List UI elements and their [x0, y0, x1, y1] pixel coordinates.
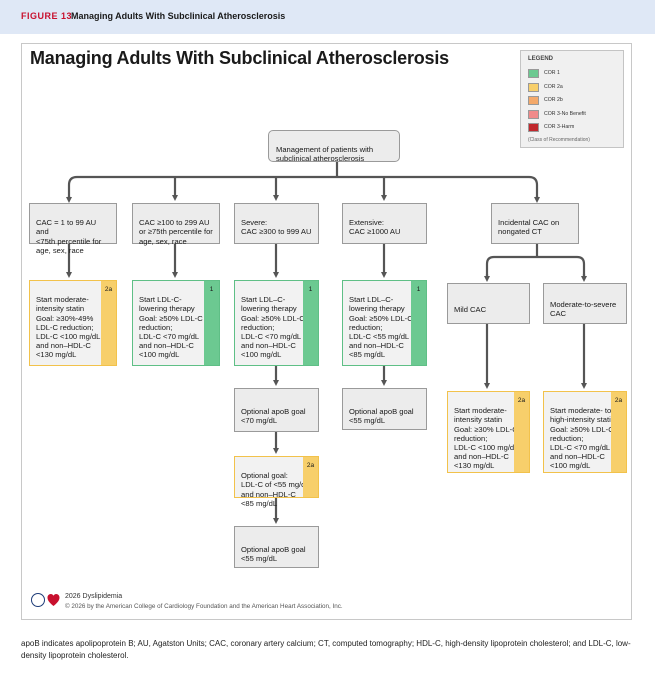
extensive-apob-55: Optional apoB goal <55 mg/dL: [342, 388, 427, 430]
severe-apob-55: Optional apoB goal <55 mg/dL: [234, 526, 319, 568]
category-text: CAC ≥100 to 299 AU or ≥75th percentile f…: [139, 218, 213, 246]
legend-note: (Class of Recommendation): [528, 137, 590, 143]
category-text: Severe: CAC ≥300 to 999 AU: [241, 218, 312, 237]
legend-label: COR 2a: [544, 83, 563, 90]
category-incidental: Incidental CAC on nongated CT: [491, 203, 579, 244]
therapy-text: Start moderate- to high-intensity statin…: [550, 406, 616, 471]
aha-heart-icon: [47, 594, 60, 606]
therapy-ldl-lowering-severe: Start LDL–C- lowering therapy Goal: ≥50%…: [234, 280, 319, 366]
legend-swatch: [528, 82, 539, 92]
legend-item: COR 3-No Benefit: [528, 109, 623, 120]
cor-badge: 1: [204, 281, 219, 365]
therapy-ldl-lowering-extensive: Start LDL–C- lowering therapy Goal: ≥50%…: [342, 280, 427, 366]
legend-title: LEGEND: [528, 56, 554, 62]
cor-badge: 1: [411, 281, 426, 365]
incidental-moderate-therapy: Start moderate- to high-intensity statin…: [543, 391, 627, 473]
figure-footnote: apoB indicates apolipoprotein B; AU, Aga…: [21, 639, 631, 660]
therapy-text: Start LDL–C- lowering therapy Goal: ≥50%…: [349, 295, 413, 360]
severe-optional-goal-text: Optional goal: LDL-C of <55 mg/dL and no…: [241, 471, 310, 508]
category-severe: Severe: CAC ≥300 to 999 AU: [234, 203, 319, 244]
legend-item: COR 3-Harm: [528, 123, 623, 133]
category-text: Incidental CAC on nongated CT: [498, 218, 560, 237]
therapy-text: Start moderate- intensity statin Goal: ≥…: [454, 406, 519, 471]
legend-swatch: [528, 123, 539, 132]
legend-item: COR 2b: [528, 96, 623, 106]
acc-logo-icon: [31, 593, 45, 607]
incidental-mild-therapy: Start moderate- intensity statin Goal: ≥…: [447, 391, 530, 473]
cor-badge: 2a: [514, 392, 529, 472]
legend-item: COR 1: [528, 69, 623, 79]
legend-swatch: [528, 69, 539, 78]
therapy-ldl-lowering-100: Start LDL-C- lowering therapy Goal: ≥50%…: [132, 280, 220, 366]
credit-copyright: © 2026 by the American College of Cardio…: [65, 603, 343, 610]
legend-swatch: [528, 109, 539, 119]
incidental-mild-text: Mild CAC: [454, 305, 487, 315]
legend-label: COR 3-No Benefit: [544, 110, 586, 117]
severe-apob-70-text: Optional apoB goal <70 mg/dL: [241, 407, 306, 426]
root-text: Management of patients with subclinical …: [276, 145, 374, 164]
root-node: Management of patients with subclinical …: [268, 130, 400, 164]
extensive-apob-55-text: Optional apoB goal <55 mg/dL: [349, 407, 414, 426]
incidental-moderate-text: Moderate-to-severe CAC: [550, 300, 617, 319]
cor-badge: 2a: [303, 457, 318, 497]
cor-badge: 2a: [101, 281, 116, 365]
category-text: Extensive: CAC ≥1000 AU: [349, 218, 401, 237]
category-text: CAC = 1 to 99 AU and <75th percentile fo…: [36, 218, 102, 255]
diagram-title: Managing Adults With Subclinical Atheros…: [30, 48, 449, 68]
legend-label: COR 3-Harm: [544, 124, 575, 130]
legend-item: COR 2a: [528, 82, 623, 93]
cor-badge: 1: [303, 281, 318, 365]
legend-swatch: [528, 96, 539, 105]
incidental-moderate: Moderate-to-severe CAC: [543, 283, 627, 324]
legend-label: COR 1: [544, 70, 560, 76]
severe-apob-70: Optional apoB goal <70 mg/dL: [234, 388, 319, 432]
therapy-text: Start LDL-C- lowering therapy Goal: ≥50%…: [139, 295, 203, 360]
therapy-moderate-statin: Start moderate- intensity statin Goal: ≥…: [29, 280, 117, 366]
figure-label: FIGURE 13: [21, 11, 73, 21]
legend-label: COR 2b: [544, 97, 563, 103]
category-cac-1-99: CAC = 1 to 99 AU and <75th percentile fo…: [29, 203, 117, 255]
incidental-mild: Mild CAC: [447, 283, 530, 324]
credit-title: 2026 Dyslipidemia: [65, 593, 123, 600]
therapy-text: Start moderate- intensity statin Goal: ≥…: [36, 295, 101, 360]
cor-badge: 2a: [611, 392, 626, 472]
figure-title: Managing Adults With Subclinical Atheros…: [71, 11, 286, 21]
category-cac-100-299: CAC ≥100 to 299 AU or ≥75th percentile f…: [132, 203, 220, 246]
root-branch-line: [67, 175, 539, 198]
incidental-branch: [485, 255, 586, 278]
category-extensive: Extensive: CAC ≥1000 AU: [342, 203, 427, 244]
figure-header-bar: [0, 0, 655, 34]
severe-optional-goal: Optional goal: LDL-C of <55 mg/dL and no…: [234, 456, 319, 508]
therapy-text: Start LDL–C- lowering therapy Goal: ≥50%…: [241, 295, 305, 360]
severe-apob-55-text: Optional apoB goal <55 mg/dL: [241, 545, 306, 564]
legend: LEGEND COR 1 COR 2a COR 2b COR 3-No Benefit…: [520, 50, 624, 148]
